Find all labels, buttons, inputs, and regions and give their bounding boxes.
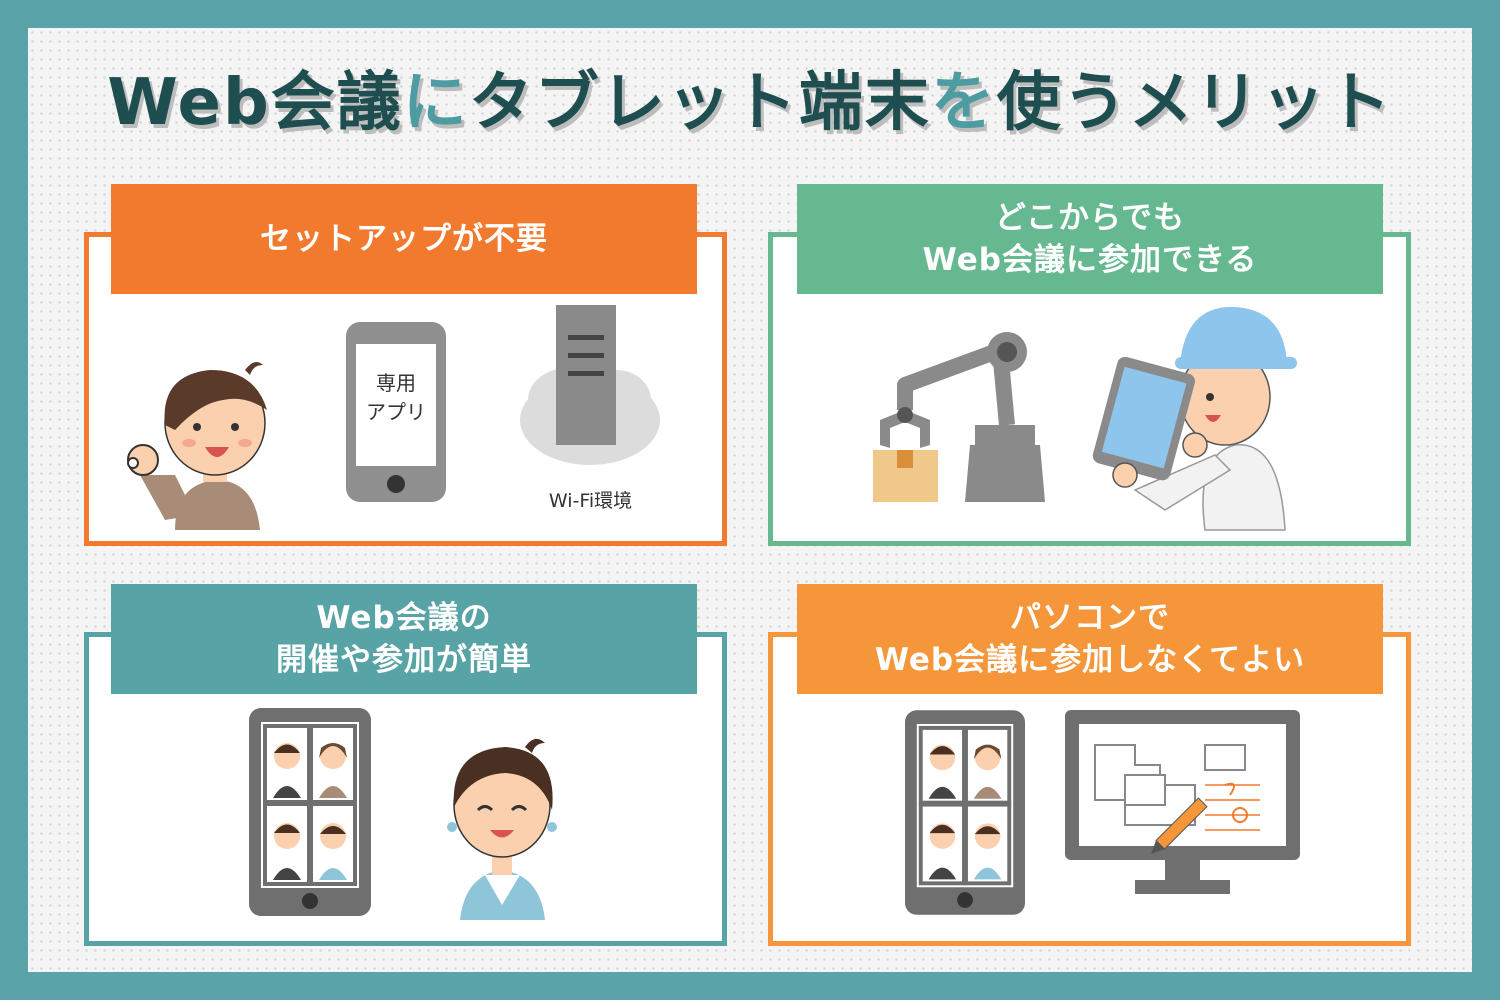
woman-avatar: [447, 738, 557, 920]
title-part-web-meeting: Web会議: [107, 66, 403, 140]
worker-with-tablet: [1092, 306, 1297, 531]
heading-line: Web会議に参加しなくてよい: [874, 642, 1306, 678]
card-no-setup-heading: セットアップが不要: [111, 184, 697, 294]
page-title: Web会議にタブレット端末を使うメリット: [0, 58, 1500, 148]
robot-arm-icon: [873, 332, 1045, 502]
heading-line: 開催や参加が簡単: [276, 642, 532, 678]
smartphone-icon: [346, 322, 446, 502]
title-particle-wo: を: [930, 66, 997, 140]
video-call-tablet-icon: [905, 710, 1025, 915]
app-label-line2: アプリ: [366, 400, 426, 424]
title-part-tablet: タブレット端末: [468, 66, 931, 140]
card-easy-meeting-heading: Web会議の 開催や参加が簡単: [111, 584, 697, 694]
heading-line: パソコンで: [1010, 600, 1170, 636]
heading-line: Web会議の: [316, 600, 492, 636]
card-join-anywhere-heading: どこからでも Web会議に参加できる: [797, 184, 1383, 294]
title-particle-ni: に: [402, 66, 469, 140]
video-call-tablet-icon: [249, 708, 371, 916]
ok-gesture-man: [127, 361, 267, 530]
monitor-whiteboard-icon: [1065, 710, 1300, 894]
heading-line: Web会議に参加できる: [922, 242, 1258, 278]
wifi-label: Wi-Fi環境: [548, 490, 633, 512]
heading-line: セットアップが不要: [260, 221, 548, 257]
app-label-line1: 専用: [376, 371, 416, 395]
heading-line: どこからでも: [994, 200, 1186, 236]
card-no-pc-needed-heading: パソコンで Web会議に参加しなくてよい: [797, 584, 1383, 694]
title-part-merit: 使うメリット: [996, 66, 1393, 140]
server-cloud-icon: [520, 305, 660, 465]
